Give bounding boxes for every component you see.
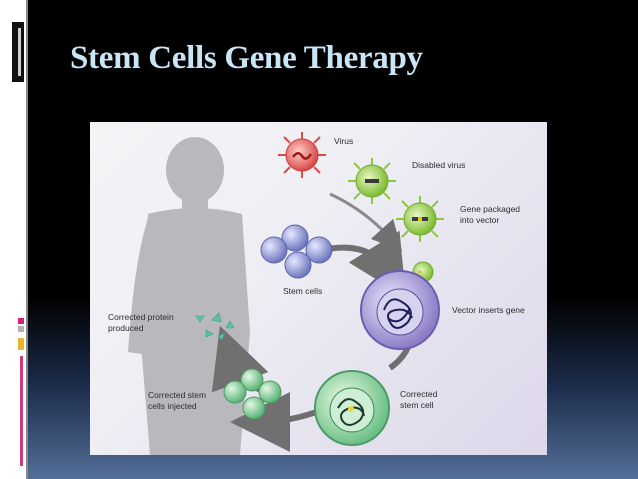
label-corrected-injected-1: Corrected stem xyxy=(148,390,206,400)
disabled-virus-icon xyxy=(348,158,396,204)
cycle-arc-bottom xyxy=(230,391,324,452)
label-corrected-injected-2: cells injected xyxy=(148,401,197,411)
gene-therapy-diagram: Virus Disabled virus Gene xyxy=(90,122,547,455)
slide-edge-line xyxy=(26,0,28,479)
label-disabled-virus: Disabled virus xyxy=(412,160,465,170)
label-corrected-protein-1: Corrected protein xyxy=(108,312,174,322)
virus-icon xyxy=(278,132,326,178)
label-corrected-protein-2: produced xyxy=(108,323,144,333)
decor-tick-yellow xyxy=(18,338,24,350)
decor-tick-gray xyxy=(18,326,24,332)
label-corrected-stem-cell-1: Corrected xyxy=(400,389,438,399)
protein-triangles xyxy=(195,312,235,341)
human-silhouette xyxy=(128,137,250,455)
arrow-virus-to-vector xyxy=(329,192,403,252)
corrected-stem-cell xyxy=(314,370,390,446)
label-gene-packaged-1: Gene packaged xyxy=(460,204,520,214)
label-virus: Virus xyxy=(334,136,353,146)
slide-title: Stem Cells Gene Therapy xyxy=(70,40,423,76)
vector-inserts-gene-cell xyxy=(360,270,440,350)
stem-cells-cluster xyxy=(260,224,333,279)
corrected-cells-cluster xyxy=(223,368,282,420)
decor-block-top-line xyxy=(18,28,21,76)
label-stem-cells: Stem cells xyxy=(283,286,322,296)
label-gene-packaged-2: into vector xyxy=(460,215,499,225)
decor-tick-pink xyxy=(20,356,23,466)
label-corrected-stem-cell-2: stem cell xyxy=(400,400,434,410)
vector-icon xyxy=(396,196,444,242)
label-vector-inserts-gene: Vector inserts gene xyxy=(452,305,525,315)
decor-tick-magenta xyxy=(18,318,24,324)
